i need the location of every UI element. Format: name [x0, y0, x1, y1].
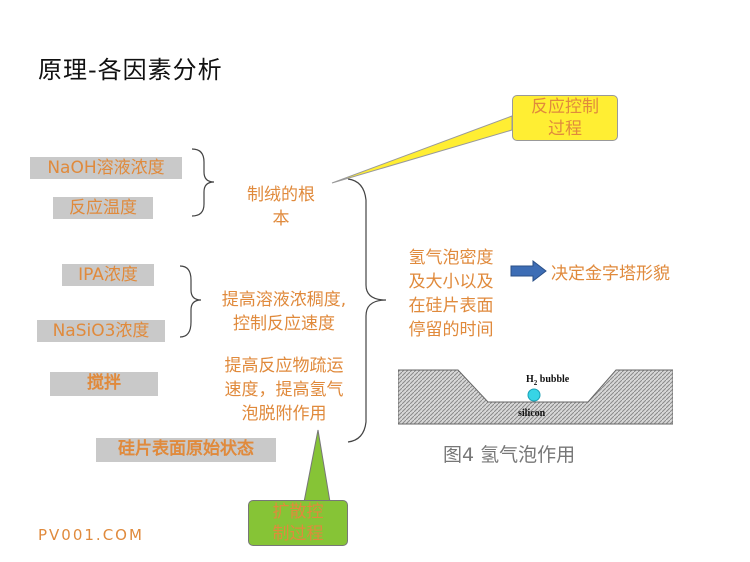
factor-naoh: NaOH溶液浓度	[30, 157, 182, 179]
effect-root: 制绒的根 本	[247, 185, 315, 229]
h2-word: bubble	[539, 374, 570, 385]
brace-big	[347, 178, 387, 443]
h2-symbol: H	[526, 374, 534, 385]
reaction-control-callout: 反应控制 过程	[512, 95, 618, 141]
figure-caption: 图4 氢气泡作用	[443, 444, 576, 466]
factor-temperature: 反应温度	[53, 197, 153, 219]
effect-transport: 提高反应物疏运 速度，提高氢气 泡脱附作用	[224, 356, 344, 424]
silicon-substrate	[398, 369, 673, 425]
diffusion-pointer	[303, 429, 331, 503]
factor-nasio3: NaSiO3浓度	[37, 320, 165, 342]
page-title: 原理-各因素分析	[38, 56, 223, 84]
h2-subscript: 2	[533, 379, 538, 387]
silicon-label: silicon	[518, 408, 546, 419]
factor-ipa: IPA浓度	[62, 264, 154, 286]
h2-label: H2 bubble	[526, 374, 569, 387]
watermark: PV001.COM	[38, 526, 144, 544]
diffusion-control-callout: 扩散控 制过程	[248, 500, 348, 546]
brace-root	[191, 148, 215, 217]
factor-stirring: 搅拌	[50, 372, 158, 396]
effect-viscosity: 提高溶液浓稠度, 控制反应速度	[221, 290, 347, 334]
reaction-pointer	[331, 115, 513, 184]
result-text: 决定金字塔形貌	[551, 264, 670, 284]
factor-surface-state: 硅片表面原始状态	[96, 438, 276, 462]
bubble-density-text: 氢气泡密度 及大小以及 在硅片表面 停留的时间	[408, 248, 494, 340]
h2-bubble-icon	[527, 388, 541, 402]
bubble-figure	[398, 369, 673, 425]
result-arrow	[510, 259, 547, 283]
brace-ipa	[179, 265, 202, 338]
